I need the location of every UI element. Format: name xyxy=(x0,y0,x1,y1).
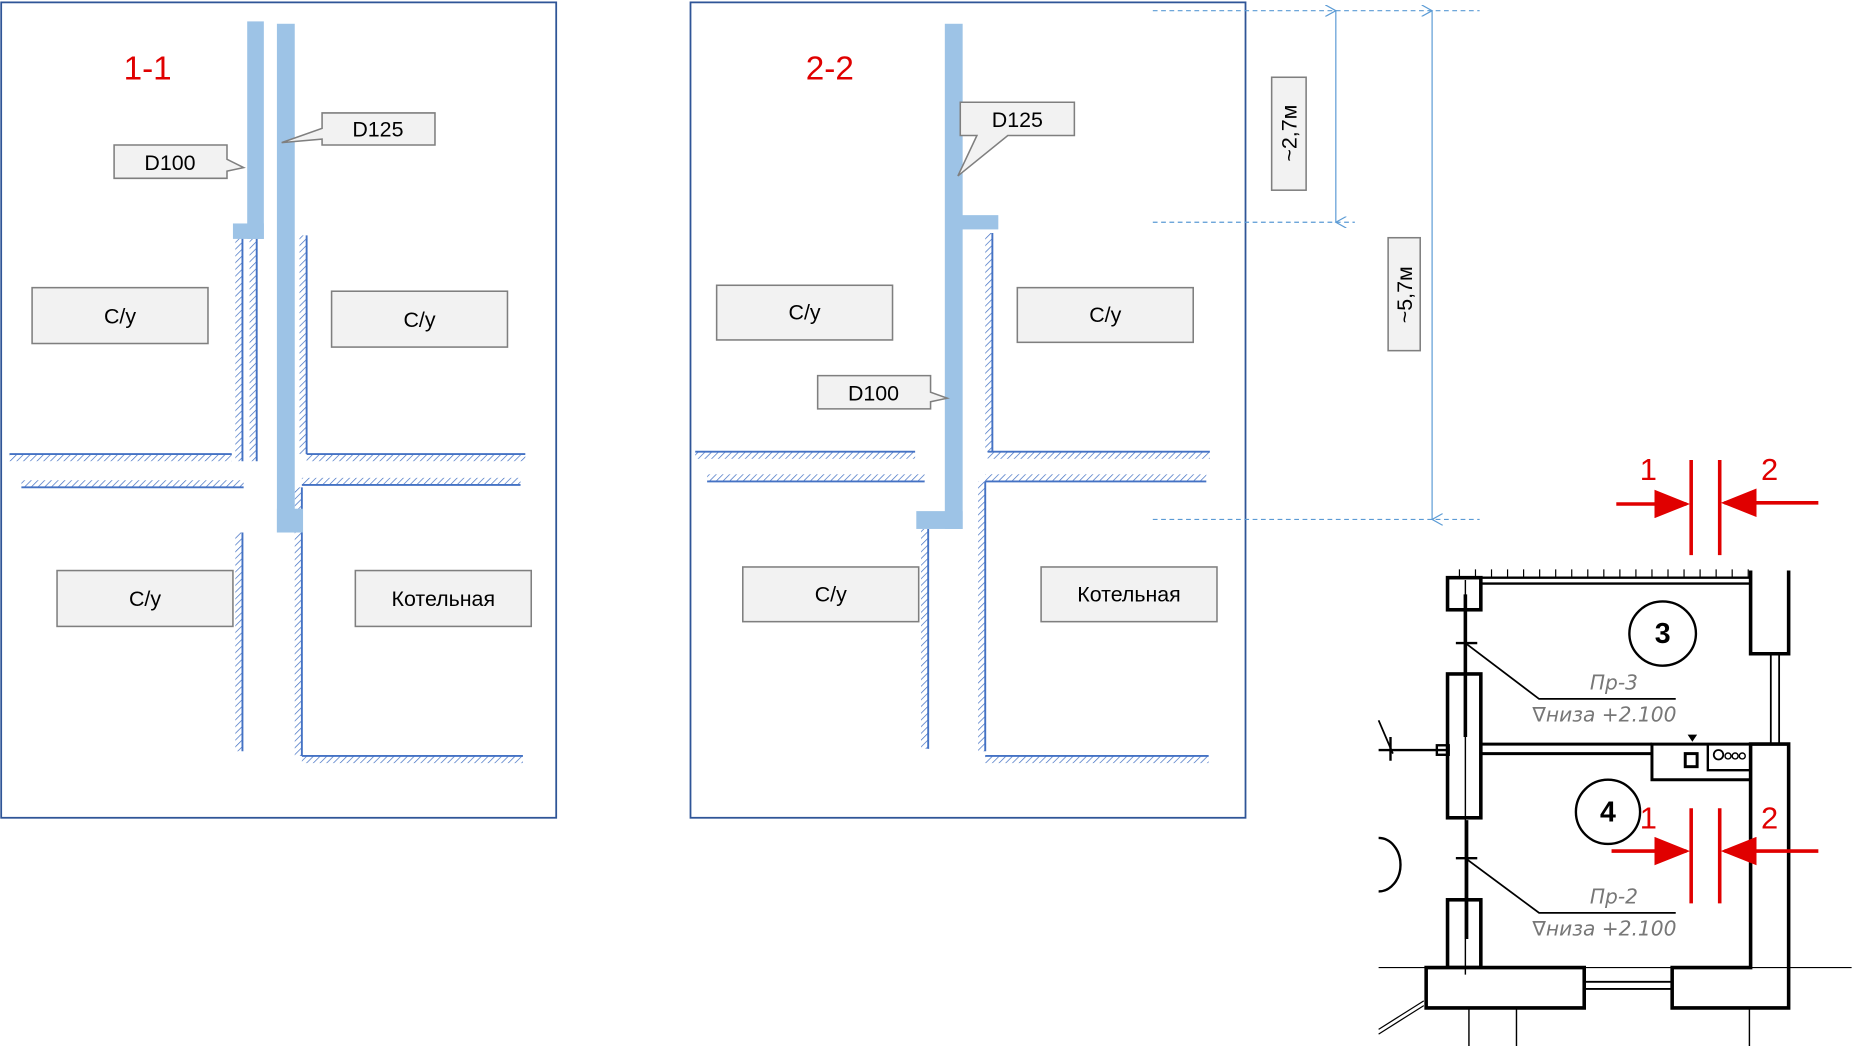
callout-d100: D100 xyxy=(816,374,951,410)
pipe-d100 xyxy=(247,21,264,239)
wall-hatch xyxy=(978,481,986,752)
wall-hatch xyxy=(294,487,302,756)
svg-text:D100: D100 xyxy=(848,382,899,406)
walls xyxy=(9,235,526,764)
wall-hatch xyxy=(249,237,257,462)
panel-frame xyxy=(689,1,1247,819)
room-label: С/у xyxy=(31,286,209,345)
pipe-d125-foot xyxy=(276,508,304,533)
svg-text:С/у: С/у xyxy=(129,587,161,611)
room-label-boiler: Котельная xyxy=(1040,566,1218,623)
room-label: С/у xyxy=(715,284,894,341)
room-label: С/у xyxy=(56,569,234,628)
svg-text:D100: D100 xyxy=(144,151,195,175)
room-label: С/у xyxy=(330,290,509,348)
dimension-label-2-7m: ~2,7м xyxy=(1270,76,1307,191)
section-mark-1: 1 xyxy=(1640,452,1657,487)
svg-text:С/у: С/у xyxy=(104,304,136,328)
room-number-3: 3 xyxy=(1655,618,1671,650)
dimension-label-5-7m: ~5,7м xyxy=(1387,236,1421,352)
svg-text:С/у: С/у xyxy=(1089,303,1121,327)
svg-text:Котельная: Котельная xyxy=(392,587,495,611)
section-mark-2: 2 xyxy=(1761,452,1778,487)
room-label-boiler: Котельная xyxy=(354,569,533,628)
wall-hatch xyxy=(707,474,925,482)
section-mark-2: 2 xyxy=(1761,800,1778,835)
section-2-2-panel: 2-2 D125 D100 С/у С/у С/у Котельная xyxy=(689,1,1247,819)
callout-d125: D125 xyxy=(957,101,1076,177)
panel-frame xyxy=(0,1,558,819)
wall-hatch xyxy=(9,454,232,462)
pipe-d100-elbow xyxy=(232,223,264,239)
vent-level-pr2: ∇низа +2.100 xyxy=(1531,916,1676,940)
vent-label-pr2: Пр-2 xyxy=(1590,884,1638,908)
svg-text:С/у: С/у xyxy=(815,582,847,606)
pipe-d125 xyxy=(276,23,295,533)
vent-label-pr3: Пр-3 xyxy=(1590,670,1638,694)
wall-hatch xyxy=(985,232,993,452)
callout-d100: D100 xyxy=(113,144,246,180)
section-title: 2-2 xyxy=(806,51,854,88)
callout-d125: D125 xyxy=(281,112,436,146)
wall-hatch xyxy=(299,235,307,455)
section-title: 1-1 xyxy=(124,51,172,88)
svg-text:С/у: С/у xyxy=(789,301,821,325)
room-label: С/у xyxy=(742,566,920,623)
dimensions xyxy=(1152,11,1480,520)
vent-level-pr3: ∇низа +2.100 xyxy=(1531,703,1676,727)
floor-plan xyxy=(1377,569,1852,1046)
pipe-branch xyxy=(960,215,999,230)
section-mark-1: 1 xyxy=(1640,800,1657,835)
wall-hatch xyxy=(301,755,523,764)
wall-hatch xyxy=(306,454,526,462)
svg-text:Котельная: Котельная xyxy=(1077,582,1180,606)
wall-hatch xyxy=(985,755,1209,764)
wall-hatch xyxy=(235,532,243,752)
svg-text:~5,7м: ~5,7м xyxy=(1393,266,1417,323)
svg-text:~2,7м: ~2,7м xyxy=(1278,105,1302,162)
wall-hatch xyxy=(985,474,1207,482)
svg-text:D125: D125 xyxy=(992,108,1043,132)
room-number-4: 4 xyxy=(1600,796,1616,828)
section-marks xyxy=(1611,460,1819,904)
walls xyxy=(695,232,1210,764)
pipe-riser xyxy=(944,23,963,529)
wall-hatch xyxy=(921,528,929,749)
svg-text:С/у: С/у xyxy=(403,308,435,332)
wall-hatch xyxy=(987,451,1210,459)
wall-hatch xyxy=(301,477,521,485)
svg-text:D125: D125 xyxy=(352,118,403,142)
section-1-1-panel: 1-1 D100 D125 С/у С/у С/у Котельная xyxy=(0,1,558,819)
wall-hatch xyxy=(21,480,244,488)
wall-hatch xyxy=(235,237,243,462)
room-label: С/у xyxy=(1016,286,1194,344)
pipe-foot xyxy=(916,511,963,529)
wall-hatch xyxy=(695,451,916,459)
